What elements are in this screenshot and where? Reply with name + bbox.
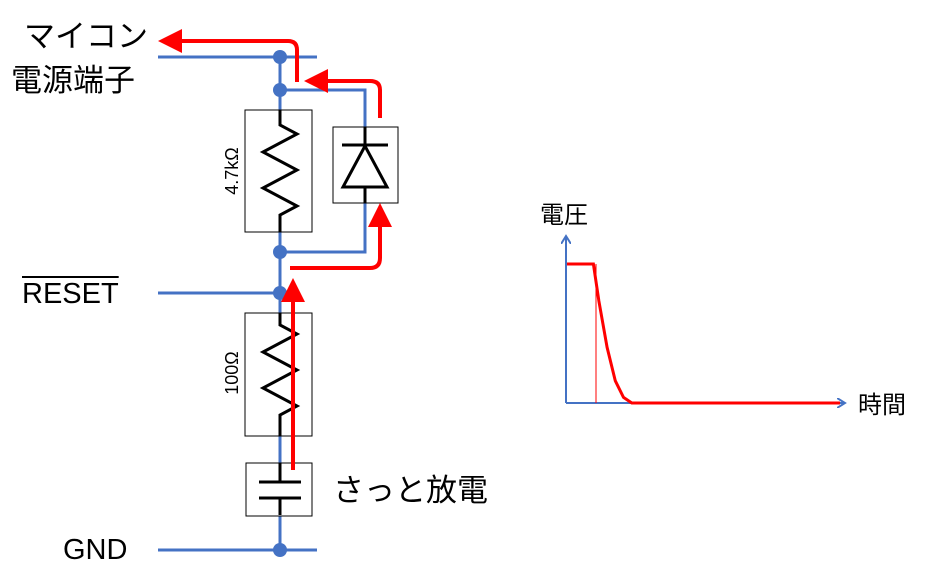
current-arrow-to-vcc	[158, 29, 299, 82]
junction-dot	[273, 543, 287, 557]
junction-dot	[273, 286, 287, 300]
diode[interactable]	[332, 126, 399, 204]
voltage-series-line	[567, 262, 840, 405]
x-axis-label: 時間	[858, 391, 906, 419]
r1-value-label: 4.7kΩ	[222, 147, 242, 195]
junctions	[273, 50, 287, 557]
r2-value-label: 100Ω	[222, 351, 242, 395]
junction-dot	[273, 245, 287, 259]
vcc-label-line2: 電源端子	[11, 63, 135, 99]
resistor-100[interactable]	[244, 312, 313, 437]
junction-dot	[273, 83, 287, 97]
wires	[158, 55, 367, 552]
voltage-time-chart	[566, 236, 845, 403]
reset-label: RESET	[22, 278, 119, 310]
diode-bottom-wire	[280, 203, 367, 254]
current-arrow-diode-out	[304, 69, 382, 118]
current-flow	[158, 29, 392, 470]
junction-dot	[273, 50, 287, 64]
current-arrow-to-diode	[290, 203, 392, 270]
gnd-label: GND	[63, 534, 128, 566]
resistor-4k7[interactable]	[244, 109, 313, 233]
capacitor[interactable]	[245, 462, 313, 517]
discharge-note: さっと放電	[333, 473, 488, 509]
y-axis-label: 電圧	[540, 201, 588, 229]
vcc-label-line1: マイコン	[24, 19, 148, 55]
